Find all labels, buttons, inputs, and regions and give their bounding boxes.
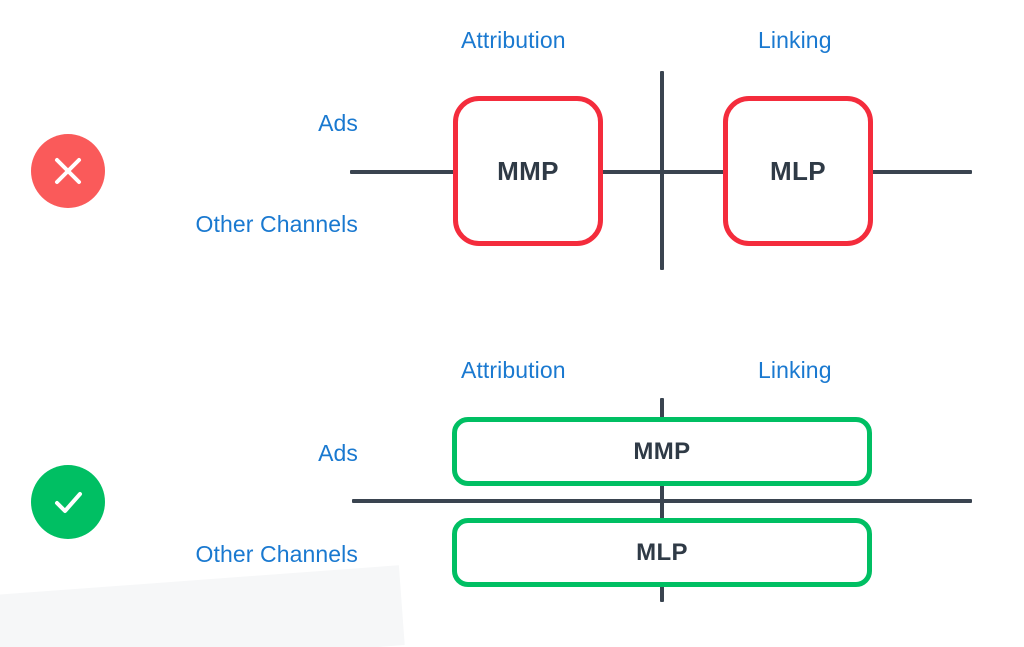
divider-vertical-bottom-top-seg bbox=[660, 398, 664, 420]
status-badge-ok bbox=[31, 465, 105, 539]
cross-icon bbox=[55, 158, 81, 184]
check-icon bbox=[55, 492, 82, 513]
flow-line-middle-top bbox=[598, 170, 727, 174]
flow-line-right-top bbox=[869, 170, 972, 174]
node-mmp-separated[interactable]: MMP bbox=[453, 96, 603, 246]
column-label-attribution-top: Attribution bbox=[461, 27, 566, 53]
node-label: MLP bbox=[769, 155, 827, 186]
flow-line-left-top bbox=[350, 170, 457, 174]
flow-line-bottom bbox=[352, 499, 972, 503]
channel-label-other-channels-bottom: Other Channels bbox=[195, 541, 358, 567]
node-mmp-unified[interactable]: MMP bbox=[452, 417, 872, 486]
column-label-linking-bottom: Linking bbox=[758, 357, 832, 383]
node-label: MMP bbox=[497, 155, 559, 186]
decorative-wedge bbox=[0, 565, 405, 647]
channel-label-ads-bottom: Ads bbox=[318, 440, 358, 466]
node-label: MLP bbox=[636, 538, 688, 566]
divider-vertical-bottom-low-seg bbox=[660, 586, 664, 602]
node-label: MMP bbox=[633, 437, 691, 465]
node-mlp-unified[interactable]: MLP bbox=[452, 518, 872, 587]
status-badge-error bbox=[31, 134, 105, 208]
column-label-attribution-bottom: Attribution bbox=[461, 357, 566, 383]
channel-label-other-channels-top: Other Channels bbox=[195, 211, 358, 237]
column-label-linking-top: Linking bbox=[758, 27, 832, 53]
channel-label-ads-top: Ads bbox=[318, 110, 358, 136]
node-mlp-separated[interactable]: MLP bbox=[723, 96, 873, 246]
